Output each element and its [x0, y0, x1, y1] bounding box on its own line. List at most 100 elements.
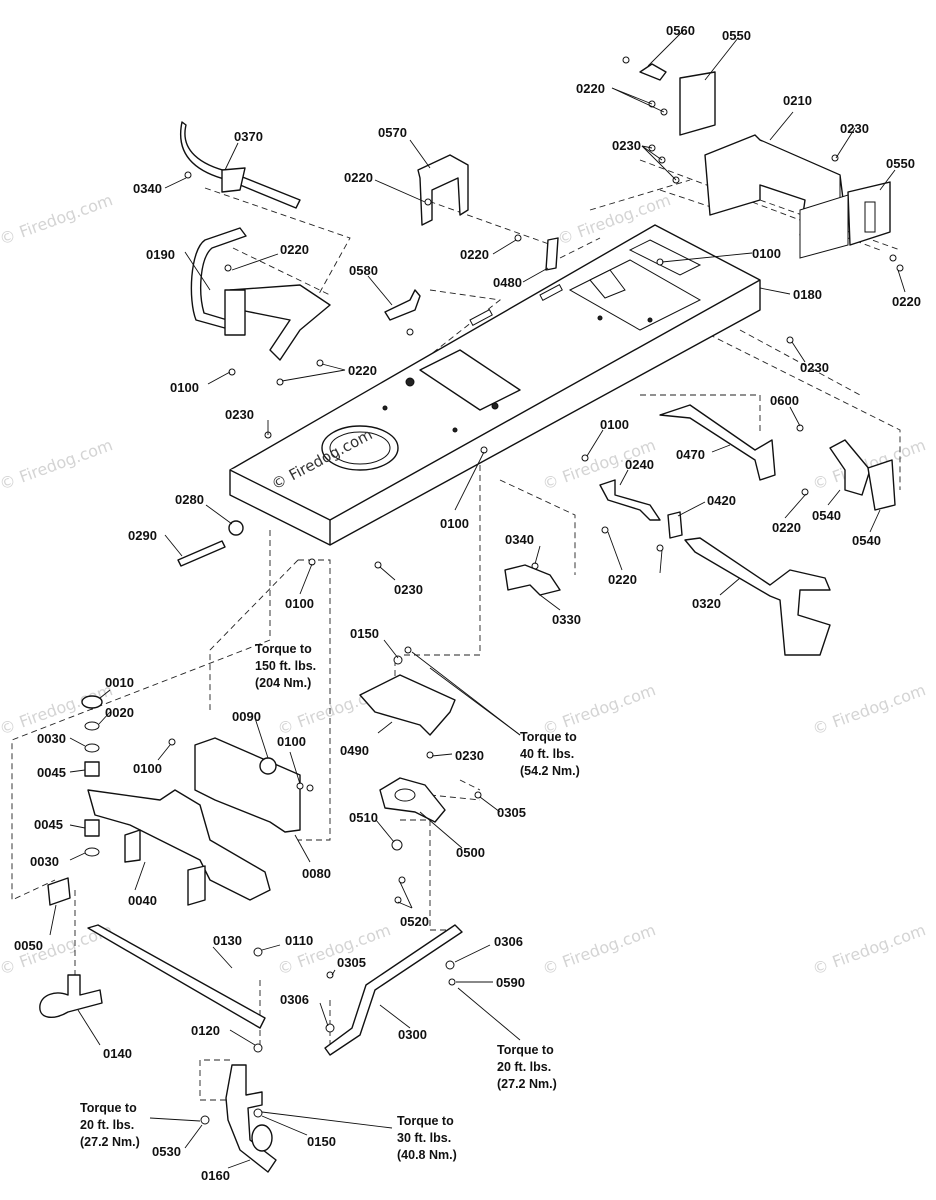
part-label: 0420: [707, 493, 736, 508]
part-label: 0220: [892, 294, 921, 309]
torque-note-20-right: Torque to 20 ft. lbs. (27.2 Nm.): [497, 1043, 557, 1091]
torque-line: Torque to: [397, 1114, 454, 1128]
part-label: 0140: [103, 1046, 132, 1061]
part-label: 0110: [285, 933, 313, 948]
part-label: 0305: [337, 955, 366, 970]
torque-note-150: Torque to 150 ft. lbs. (204 Nm.): [255, 642, 316, 690]
guard-0540: [829, 439, 871, 496]
spindle-0140: [39, 974, 103, 1018]
torque-line: (40.8 Nm.): [397, 1148, 457, 1162]
part-label: 0490: [340, 743, 369, 758]
part-label: 0500: [456, 845, 485, 860]
part-label: 0220: [608, 572, 637, 587]
part-label: 0230: [455, 748, 484, 763]
part-label: 0590: [496, 975, 525, 990]
watermark: © Firedog.com: [810, 680, 928, 739]
part-label: 0040: [128, 893, 157, 908]
part-label: 0045: [37, 765, 66, 780]
part-label: 0230: [394, 582, 423, 597]
part-label: 0100: [440, 516, 469, 531]
part-label: 0560: [666, 23, 695, 38]
part-label: 0305: [497, 805, 526, 820]
part-label: 0480: [493, 275, 522, 290]
part-labels: 0560 0550 0220 0210 0230 0230 0550 0220 …: [14, 23, 921, 1183]
part-label: 0306: [280, 992, 309, 1007]
part-label: 0150: [350, 626, 379, 641]
spindle-0160: [225, 1064, 277, 1173]
part-label: 0160: [201, 1168, 230, 1183]
part-label: 0290: [128, 528, 157, 543]
bracket-0330: [504, 564, 561, 596]
rod-bracket-0190: [190, 227, 331, 361]
part-label: 0100: [277, 734, 306, 749]
torque-line: (54.2 Nm.): [520, 764, 580, 778]
part-label: 0220: [280, 242, 309, 257]
part-label: 0045: [34, 817, 63, 832]
watermark: © Firedog.com: [540, 920, 658, 979]
torque-line: (27.2 Nm.): [80, 1135, 140, 1149]
part-label: 0220: [576, 81, 605, 96]
pedal-0320: [684, 537, 831, 656]
bracket-0540b: [867, 459, 896, 511]
axle-0040: [87, 789, 271, 901]
part-label: 0050: [14, 938, 43, 953]
watermark: © Firedog.com: [810, 435, 928, 494]
torque-note-20-left: Torque to 20 ft. lbs. (27.2 Nm.): [80, 1101, 140, 1149]
spindle-stack-left: [47, 695, 103, 906]
torque-notes: Torque to 150 ft. lbs. (204 Nm.) Torque …: [80, 642, 580, 1162]
bracket-0490: [359, 674, 456, 736]
part-label: 0570: [378, 125, 407, 140]
bracket-0500: [379, 777, 446, 823]
torque-line: 20 ft. lbs.: [80, 1118, 134, 1132]
part-label: 0240: [625, 457, 654, 472]
washer-0280: [228, 520, 244, 536]
plate-0550: [679, 71, 716, 136]
part-label: 0550: [886, 156, 915, 171]
bracket-0570: [417, 154, 469, 226]
part-label: 0100: [170, 380, 199, 395]
part-label: 0280: [175, 492, 204, 507]
part-label: 0100: [285, 596, 314, 611]
part-label: 0020: [105, 705, 134, 720]
watermark: © Firedog.com: [275, 920, 393, 979]
torque-line: 40 ft. lbs.: [520, 747, 574, 761]
part-label: 0550: [722, 28, 751, 43]
lift-lever-0370: [180, 121, 301, 209]
drag-link-0300: [324, 924, 463, 1056]
part-label: 0120: [191, 1023, 220, 1038]
torque-line: Torque to: [80, 1101, 137, 1115]
part-label: 0150: [307, 1134, 336, 1149]
part-label: 0100: [133, 761, 162, 776]
part-label: 0300: [398, 1027, 427, 1042]
part-label: 0220: [344, 170, 373, 185]
strap-0480: [545, 237, 559, 271]
part-label: 0340: [133, 181, 162, 196]
part-label: 0540: [852, 533, 881, 548]
torque-line: Torque to: [497, 1043, 554, 1057]
part-label: 0030: [37, 731, 66, 746]
watermark: © Firedog.com: [0, 190, 115, 249]
part-label: 0080: [302, 866, 331, 881]
torque-line: 150 ft. lbs.: [255, 659, 316, 673]
part-label: 0220: [772, 520, 801, 535]
part-label: 0530: [152, 1144, 181, 1159]
part-label: 0306: [494, 934, 523, 949]
part-label: 0230: [225, 407, 254, 422]
watermark: © Firedog.com: [810, 920, 928, 979]
part-label: 0100: [600, 417, 629, 432]
torque-line: Torque to: [520, 730, 577, 744]
part-label: 0220: [348, 363, 377, 378]
torque-line: Torque to: [255, 642, 312, 656]
part-label: 0600: [770, 393, 799, 408]
part-label: 0030: [30, 854, 59, 869]
axle-block-0080: [194, 737, 301, 833]
torque-line: (27.2 Nm.): [497, 1077, 557, 1091]
bracket-0240: [599, 479, 661, 521]
bracket-0560: [639, 63, 667, 81]
part-label: 0230: [840, 121, 869, 136]
torque-note-30: Torque to 30 ft. lbs. (40.8 Nm.): [397, 1114, 457, 1162]
part-label: 0540: [812, 508, 841, 523]
part-label: 0470: [676, 447, 705, 462]
bolt-0290: [177, 540, 226, 567]
tie-rod-0130: [87, 924, 266, 1029]
